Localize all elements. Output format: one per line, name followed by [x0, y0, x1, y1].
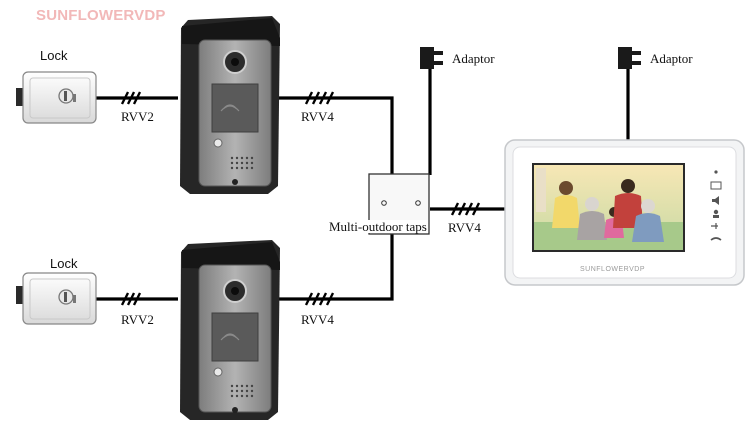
lock-label-bottom: Lock [50, 256, 78, 271]
user-icon [713, 209, 719, 215]
wire-rvv4-bottom [276, 233, 394, 301]
adaptor-label-2: Adaptor [650, 51, 693, 66]
volume-icon [712, 196, 719, 205]
hangup-icon [710, 237, 722, 241]
brand-watermark: SUNFLOWERVDP [36, 7, 166, 24]
indoor-monitor [504, 139, 745, 286]
cable-label-rvv4-monitor: RVV4 [448, 220, 481, 235]
family-photo [552, 179, 664, 242]
lock-label-top: Lock [40, 48, 68, 63]
monitor-logo: SUNFLOWERVDP [580, 266, 645, 273]
adaptor-plug-2 [618, 47, 641, 69]
cable-hash-marks [120, 91, 481, 306]
lock-top [16, 71, 97, 124]
adaptor-plug-1 [420, 47, 443, 69]
junction-label: Multi-outdoor taps [328, 219, 428, 234]
cable-label-rvv2-top: RVV2 [121, 109, 154, 124]
door-station-top [180, 16, 280, 194]
cable-label-rvv2-bottom: RVV2 [121, 312, 154, 327]
unlock-icon [711, 223, 718, 229]
cable-label-rvv4-bottom: RVV4 [301, 312, 334, 327]
wire-rvv4-top [276, 96, 394, 175]
cable-label-rvv4-top: RVV4 [301, 109, 334, 124]
monitor-buttons [710, 170, 722, 241]
message-icon [710, 181, 722, 190]
lock-bottom [16, 272, 97, 325]
power-icon [714, 170, 718, 174]
door-station-bottom [180, 240, 280, 420]
adaptor-label-1: Adaptor [452, 51, 495, 66]
